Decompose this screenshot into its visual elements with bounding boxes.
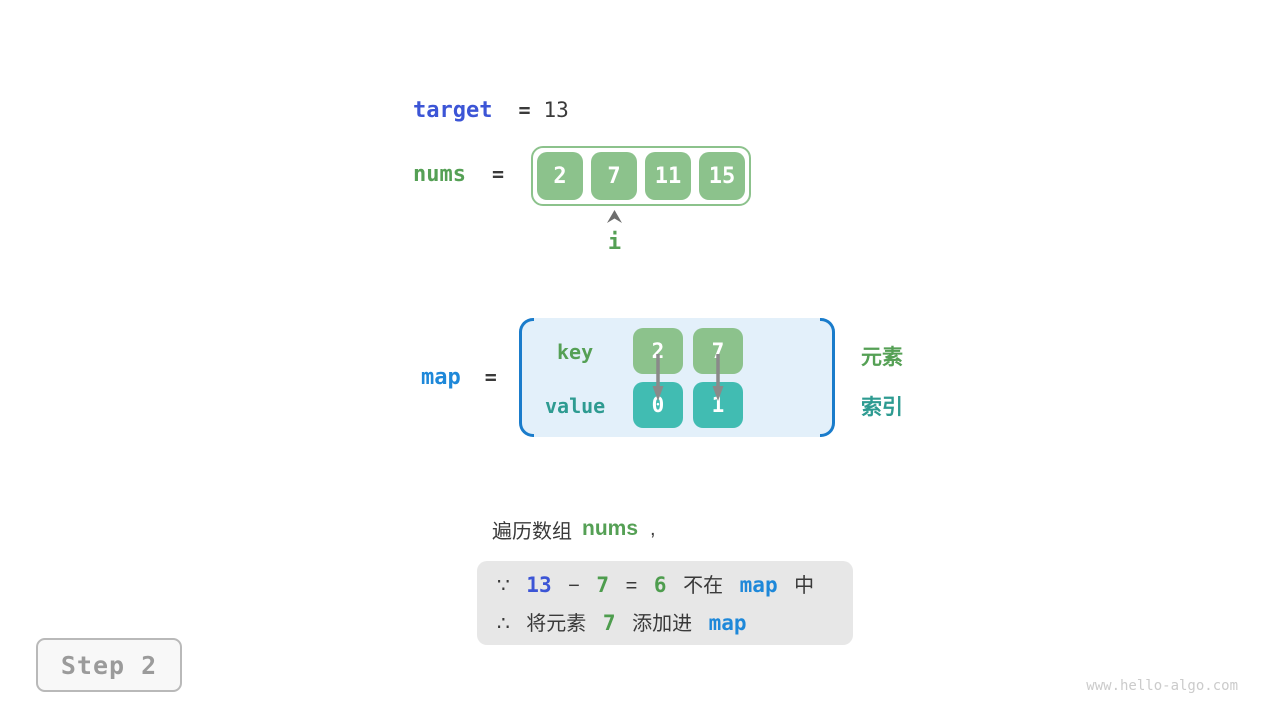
key-to-value-arrow-icon xyxy=(652,354,664,401)
map-code-ref: map xyxy=(739,573,778,597)
key-to-value-arrow-icon xyxy=(712,354,724,401)
map-equals-sign: = xyxy=(484,365,497,389)
caption-line: 遍历数组 nums , xyxy=(492,515,656,543)
target-equals-sign: = xyxy=(518,98,531,122)
nums-array-cell-0: 2 xyxy=(537,152,583,200)
minus-sign: − xyxy=(568,575,580,597)
map-side-label-element: 元素 xyxy=(861,346,903,369)
step-badge: Step 2 xyxy=(36,638,182,692)
map-key-label: key xyxy=(557,340,594,364)
caption-nums-code: nums xyxy=(582,517,639,540)
minuend-value: 13 xyxy=(526,573,552,597)
map-code-ref: map xyxy=(708,611,747,635)
subtrahend-value: 7 xyxy=(596,573,610,597)
therefore-symbol: ∴ xyxy=(497,613,510,635)
index-pointer-label: i xyxy=(607,230,622,255)
nums-array-cell-2: 11 xyxy=(645,152,691,200)
target-row: target = 13 xyxy=(413,96,569,124)
map-side-label-index: 索引 xyxy=(861,396,903,419)
not-in-text: 不在 xyxy=(683,575,724,597)
caption-prefix: 遍历数组 xyxy=(492,520,572,543)
nums-label-row: nums = xyxy=(413,160,504,188)
map-left-bracket xyxy=(519,318,534,437)
conclusion-line-1: ∵ 13 − 7 = 6 不在 map 中 xyxy=(497,567,853,605)
conclusion-line-2: ∴ 将元素 7 添加进 map xyxy=(497,605,853,643)
add-prefix-text: 将元素 xyxy=(526,613,587,635)
conclusion-box: ∵ 13 − 7 = 6 不在 map 中 ∴ 将元素 7 添加进 map xyxy=(477,561,853,645)
watermark-url: www.hello-algo.com xyxy=(1086,678,1238,694)
map-right-bracket xyxy=(820,318,835,437)
nums-array: 2 7 11 15 xyxy=(531,146,751,206)
map-variable-label: map xyxy=(421,364,461,390)
map-value-cell-0: 0 xyxy=(633,382,683,428)
nums-equals-sign: = xyxy=(491,162,505,186)
nums-array-cell-3: 15 xyxy=(699,152,745,200)
because-symbol: ∵ xyxy=(497,575,510,597)
in-suffix-text: 中 xyxy=(794,575,815,597)
index-pointer-arrow-icon xyxy=(607,210,622,223)
map-container: key value 2 7 0 1 xyxy=(519,318,835,437)
map-label-row: map = xyxy=(421,363,497,391)
equals-sign: = xyxy=(625,575,638,597)
map-value-label: value xyxy=(545,394,606,418)
target-value: 13 xyxy=(543,98,569,122)
nums-array-cell-1: 7 xyxy=(591,152,637,200)
target-variable-label: target xyxy=(413,97,493,123)
add-action-text: 添加进 xyxy=(632,613,693,635)
caption-comma: , xyxy=(650,517,656,540)
element-value: 7 xyxy=(602,611,616,635)
difference-value: 6 xyxy=(653,573,667,597)
nums-variable-label: nums xyxy=(413,161,466,187)
map-value-cell-1: 1 xyxy=(693,382,743,428)
